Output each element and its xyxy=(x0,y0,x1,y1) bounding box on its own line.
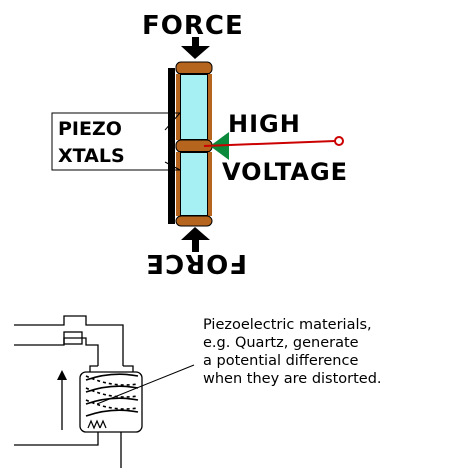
caption-leader-line xyxy=(96,364,195,405)
voltage-wire xyxy=(203,140,336,147)
top-electrode xyxy=(175,61,213,75)
force-bottom-label: FORCE xyxy=(145,248,247,278)
caption-line-3: a potential difference xyxy=(203,353,358,369)
upper-crystal xyxy=(179,73,209,141)
coil-winding xyxy=(85,373,139,417)
force-top-label: FORCE xyxy=(142,11,244,41)
crystal-stack xyxy=(175,61,213,227)
support-rod xyxy=(168,68,175,224)
piezo-caption: Piezoelectric materials, e.g. Quartz, ge… xyxy=(203,317,382,387)
lighter-schematic xyxy=(14,315,143,468)
caption-line-4: when they are distorted. xyxy=(203,371,382,387)
piezo-label-line2: XTALS xyxy=(58,145,125,167)
spark-marks xyxy=(87,419,107,430)
caption-line-1: Piezoelectric materials, xyxy=(203,317,372,333)
voltage-label: VOLTAGE xyxy=(222,158,348,186)
high-label: HIGH xyxy=(228,110,301,138)
caption-line-2: e.g. Quartz, generate xyxy=(203,335,359,351)
piezo-label-box: PIEZO XTALS xyxy=(51,112,181,171)
lower-crystal xyxy=(179,151,209,217)
force-bottom-arrow xyxy=(181,227,210,252)
piezo-label-line1: PIEZO xyxy=(58,118,122,140)
bottom-electrode xyxy=(175,215,213,227)
force-top-arrow xyxy=(181,37,210,59)
flow-arrow-icon xyxy=(57,370,67,430)
voltage-terminal-icon xyxy=(334,136,344,146)
